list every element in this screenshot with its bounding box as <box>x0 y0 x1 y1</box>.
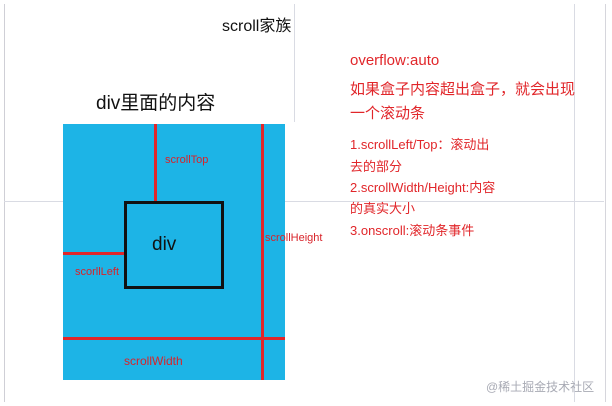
watermark: @稀土掘金技术社区 <box>486 380 595 394</box>
scroll-top-label: scrollTop <box>165 154 209 166</box>
note-scroll-width-height-cont: 的真实大小 <box>350 201 416 216</box>
scroll-left-label: scorllLeft <box>75 266 120 278</box>
canvas-frame <box>4 4 606 402</box>
note-scroll-left-top: 1.scrollLeft/Top：滚动出 <box>350 137 490 152</box>
viewport-div-box <box>124 201 224 289</box>
note-onscroll: 3.onscroll:滚动条事件 <box>350 223 475 238</box>
guide-line-horizontal <box>4 201 604 202</box>
scroll-width-label: scrollWidth <box>124 354 183 368</box>
page-title: scroll家族 <box>222 18 292 35</box>
scroll-height-label: scrollHeight <box>265 232 323 244</box>
scroll-width-line <box>63 337 285 340</box>
scroll-height-line <box>261 124 264 380</box>
note-scroll-width-height: 2.scrollWidth/Height:内容 <box>350 180 496 195</box>
guide-line-vertical <box>574 4 575 402</box>
note-scroll-left-top-cont: 去的部分 <box>350 159 403 174</box>
note-overflow-desc: 如果盒子内容超出盒子，就会出现 <box>350 81 576 98</box>
scroll-top-line <box>154 124 157 202</box>
viewport-div-label: div <box>152 234 177 255</box>
note-overflow-desc-cont: 一个滚动条 <box>350 105 426 122</box>
guide-line-vertical <box>294 4 295 122</box>
note-overflow: overflow:auto <box>350 52 440 69</box>
scroll-left-line <box>63 252 125 255</box>
content-heading: div里面的内容 <box>96 93 216 114</box>
